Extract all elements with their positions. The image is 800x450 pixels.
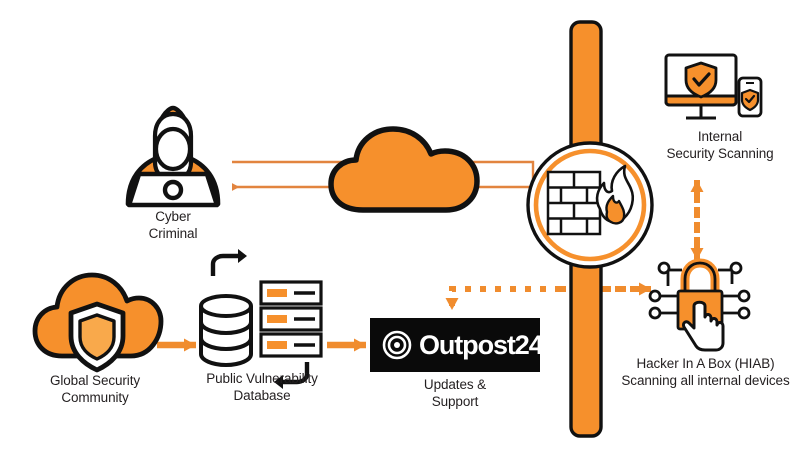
outpost24-wordmark: Outpost24 (419, 329, 544, 360)
database-server-sync-icon (199, 249, 323, 389)
cyber-criminal-label: Cyber Criminal (148, 209, 198, 242)
cloud-icon (328, 126, 480, 213)
public-vulnerability-database-label: Public Vulnerability Database (206, 371, 318, 404)
global-security-community-label: Global Security Community (49, 373, 141, 406)
padlock-circuit-cursor-icon (648, 258, 751, 352)
internal-security-scanning-label: Internal Security Scanning (666, 129, 774, 162)
outpost24-logo-box: Outpost24 (370, 318, 544, 372)
hooded-hacker-laptop-icon (125, 105, 221, 208)
bullseye-target-icon (382, 330, 412, 360)
monitor-phone-shield-check-icon (664, 53, 763, 120)
hiab-label: Hacker In A Box (HIAB) Scanning all inte… (621, 356, 790, 389)
outpost24-hiab-dotted-connector (445, 282, 651, 310)
outpost24-label: Updates & Support (423, 377, 487, 410)
cloud-shield-icon (32, 272, 164, 373)
firewall-brickwall-flame-icon (546, 164, 635, 236)
